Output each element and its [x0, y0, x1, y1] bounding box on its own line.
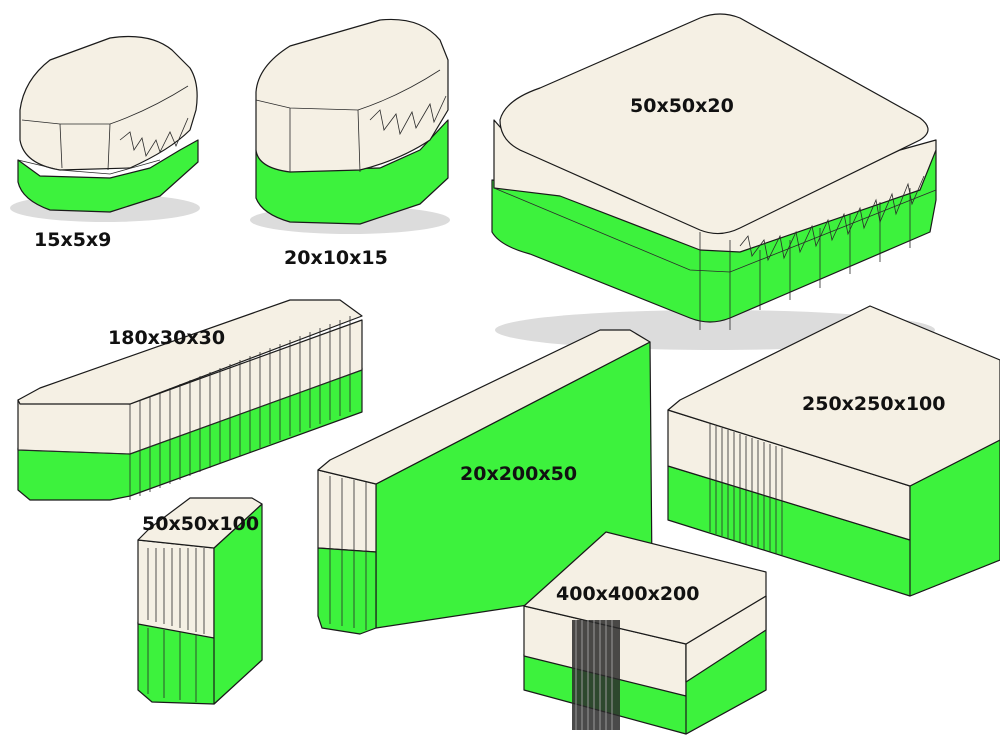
label-50x50x20: 50x50x20 [630, 95, 734, 117]
box-400x400x200 [523, 531, 767, 735]
box-20x200x50-top [317, 329, 651, 485]
box-15x5x9 [10, 35, 200, 222]
label-250x250x100: 250x250x100 [802, 393, 946, 415]
box-50x50x100-lid-front [137, 539, 215, 639]
label-20x10x15: 20x10x15 [284, 247, 388, 269]
box-15x5x9-base [17, 139, 199, 213]
label-400x400x200: 400x400x200 [556, 583, 700, 605]
box-50x50x100 [137, 497, 263, 705]
box-50x50x20-lid-top [499, 13, 929, 235]
box-250x250x100 [667, 305, 1000, 597]
label-20x200x50: 20x200x50 [460, 463, 577, 485]
label-180x30x30: 180x30x30 [108, 327, 225, 349]
box-180x30x30 [17, 299, 363, 501]
box-50x50x100-lid-top [137, 497, 263, 549]
box-250x250x100-ribs [709, 424, 783, 556]
box-400x400x200-lid-top [523, 531, 767, 645]
box-180x30x30-lid-top [17, 299, 363, 405]
label-50x50x100: 50x50x100 [142, 513, 259, 535]
box-20x10x15-lid [255, 18, 449, 173]
box-20x10x15-base [255, 119, 449, 225]
box-20x200x50-end-base [317, 547, 377, 635]
label-15x5x9: 15x5x9 [34, 229, 111, 251]
box-250x250x100-lid-top [667, 305, 1000, 487]
box-180x30x30-ribs [139, 316, 351, 496]
box-20x10x15 [250, 18, 450, 234]
box-50x50x20 [491, 13, 937, 350]
box-400x400x200-ribs [572, 620, 620, 730]
